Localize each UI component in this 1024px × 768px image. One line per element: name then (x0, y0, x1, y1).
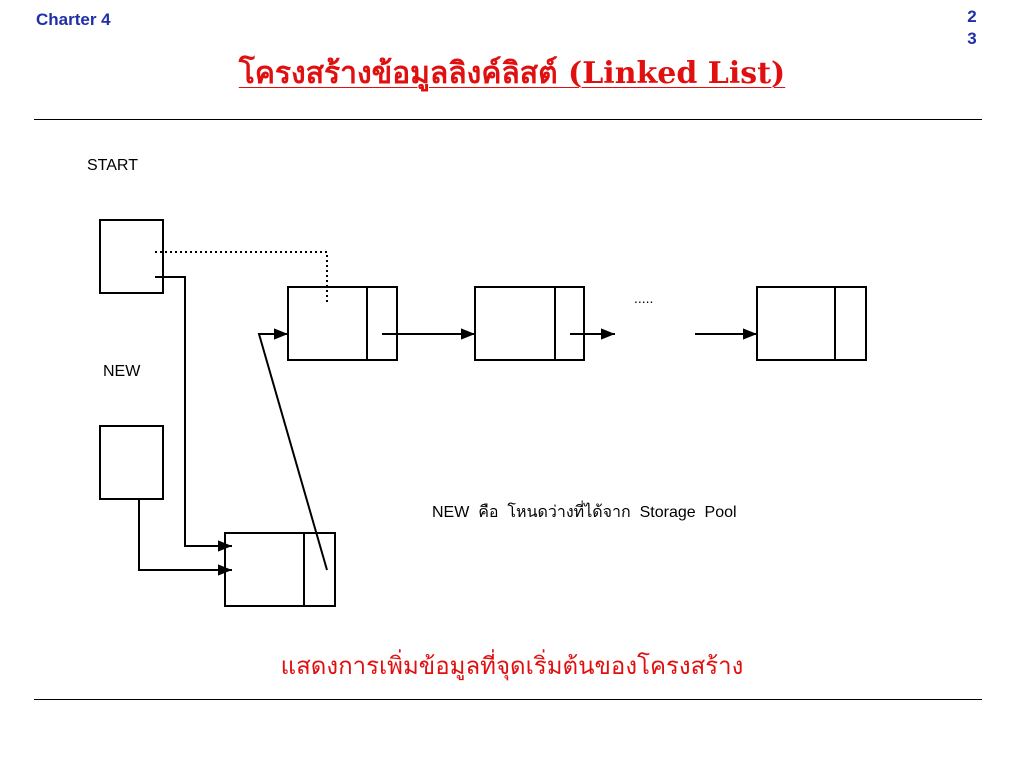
slide-title: โครงสร้างข้อมูลลิงค์ลิสต์ (Linked List) (238, 56, 786, 91)
list-node-1 (287, 286, 398, 361)
storage-pool-note: NEW คือ โหนดว่างที่ได้จาก Storage Pool (432, 504, 737, 521)
ellipsis-label: ..... (634, 290, 654, 306)
new-label: NEW (103, 363, 141, 380)
new-node-to-node1-link (257, 328, 328, 571)
list-node-2 (474, 286, 585, 361)
chapter-label: Charter 4 (36, 10, 111, 29)
start-pointer-box (99, 219, 164, 294)
old-start-link-dotted (155, 251, 328, 302)
bottom-rule (34, 699, 982, 700)
page-number-line1: 2 (967, 7, 977, 26)
new-to-new-node-link (138, 499, 232, 576)
slide-caption: แสดงการเพิ่มข้อมูลที่จุดเริ่มต้นของโครงส… (280, 652, 744, 680)
top-rule (34, 119, 982, 120)
start-to-new-node-link (155, 276, 232, 552)
page-number-line2: 3 (967, 29, 977, 48)
start-label: START (87, 157, 138, 174)
page-number: 2 3 (962, 6, 982, 50)
new-pointer-box (99, 425, 164, 500)
list-node-last (756, 286, 867, 361)
